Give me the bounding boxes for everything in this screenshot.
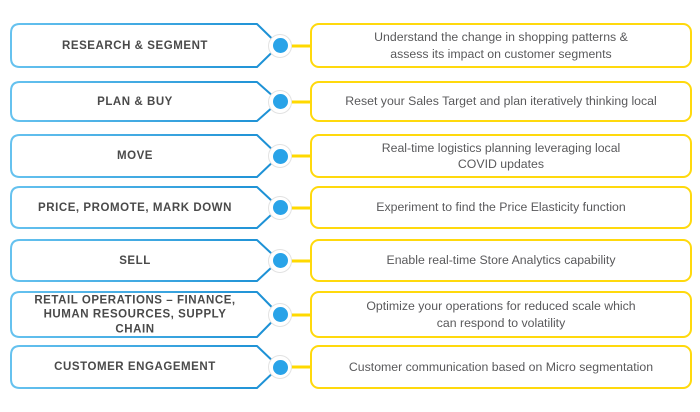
connector-node-icon[interactable] [268, 144, 292, 168]
description-box-1[interactable]: Understand the change in shopping patter… [310, 23, 692, 68]
description-text: Understand the change in shopping patter… [374, 30, 628, 61]
stage-row: MOVE Real-time logistics planning leverag… [0, 134, 700, 178]
stage-box-outline-icon [10, 186, 280, 229]
stage-box-outline-icon [10, 134, 280, 178]
connector-node-dot-icon [272, 38, 288, 53]
connector-line [291, 365, 312, 369]
connector-node-dot-icon [272, 253, 288, 268]
connector-line [291, 206, 312, 209]
connector-line [291, 259, 312, 262]
stage-box-3[interactable]: MOVE [10, 134, 280, 178]
description-text: Enable real-time Store Analytics capabil… [386, 253, 616, 268]
stage-box-4[interactable]: PRICE, PROMOTE, MARK DOWN [10, 186, 280, 229]
stage-label: SELL [119, 254, 151, 267]
connector-node-icon[interactable] [268, 33, 292, 58]
stage-box-7[interactable]: CUSTOMER ENGAGEMENT [10, 345, 280, 389]
description-text: Optimize your operations for reduced sca… [366, 299, 636, 330]
description-text: Real-time logistics planning leveraging … [381, 140, 621, 172]
stage-box-outline-icon [10, 291, 280, 338]
connector-node-dot-icon [272, 307, 288, 322]
stage-label: CUSTOMER ENGAGEMENT [54, 360, 216, 373]
stage-box-outline-icon [10, 239, 280, 282]
connector-node-dot-icon [272, 148, 288, 164]
stage-box-outline-icon [10, 345, 280, 389]
description-box-4[interactable]: Experiment to find the Price Elasticity … [310, 186, 692, 229]
stage-row: RETAIL OPERATIONS – FINANCE, HUMAN RESOU… [0, 291, 700, 338]
connector-node-icon[interactable] [268, 195, 292, 220]
description-box-7[interactable]: Customer communication based on Micro se… [310, 345, 692, 389]
stage-box-2[interactable]: PLAN & BUY [10, 81, 280, 122]
stage-row: RESEARCH & SEGMENT Understand the change … [0, 23, 700, 68]
connector-node-icon[interactable] [268, 355, 292, 379]
connector-line [291, 313, 312, 316]
stage-box-5[interactable]: SELL [10, 239, 280, 282]
connector-node-dot-icon [272, 359, 288, 375]
stage-box-1[interactable]: RESEARCH & SEGMENT [10, 23, 280, 68]
connector-line [291, 100, 312, 103]
description-box-5[interactable]: Enable real-time Store Analytics capabil… [310, 239, 692, 282]
description-text: Customer communication based on Micro se… [348, 359, 654, 374]
stage-box-6[interactable]: RETAIL OPERATIONS – FINANCE, HUMAN RESOU… [10, 291, 280, 338]
stage-box-outline-icon [10, 81, 280, 122]
stage-box-outline-icon [10, 23, 280, 68]
stage-label: PRICE, PROMOTE, MARK DOWN [38, 201, 232, 214]
stage-row: CUSTOMER ENGAGEMENT Customer communicatio… [0, 345, 700, 389]
description-box-2[interactable]: Reset your Sales Target and plan iterati… [310, 81, 692, 122]
stage-row: SELL Enable real-time Store Analytics cap… [0, 239, 700, 282]
connector-node-icon[interactable] [268, 248, 292, 273]
stage-row: PRICE, PROMOTE, MARK DOWN Experiment to f… [0, 186, 700, 229]
connector-line [291, 154, 312, 158]
connector-line [291, 44, 312, 47]
description-text: Experiment to find the Price Elasticity … [376, 200, 626, 215]
connector-node-dot-icon [272, 200, 288, 215]
stage-label: RESEARCH & SEGMENT [62, 39, 208, 52]
stage-label: RETAIL OPERATIONS – FINANCE, HUMAN RESOU… [34, 293, 236, 335]
description-box-3[interactable]: Real-time logistics planning leveraging … [310, 134, 692, 178]
connector-node-dot-icon [272, 94, 288, 109]
stage-label: PLAN & BUY [97, 95, 173, 108]
connector-node-icon[interactable] [268, 89, 292, 114]
stage-row: PLAN & BUY Reset your Sales Target and pl… [0, 81, 700, 122]
description-text: Reset your Sales Target and plan iterati… [345, 94, 657, 109]
description-box-6[interactable]: Optimize your operations for reduced sca… [310, 291, 692, 338]
stage-label: MOVE [116, 149, 154, 162]
connector-node-icon[interactable] [268, 302, 292, 327]
